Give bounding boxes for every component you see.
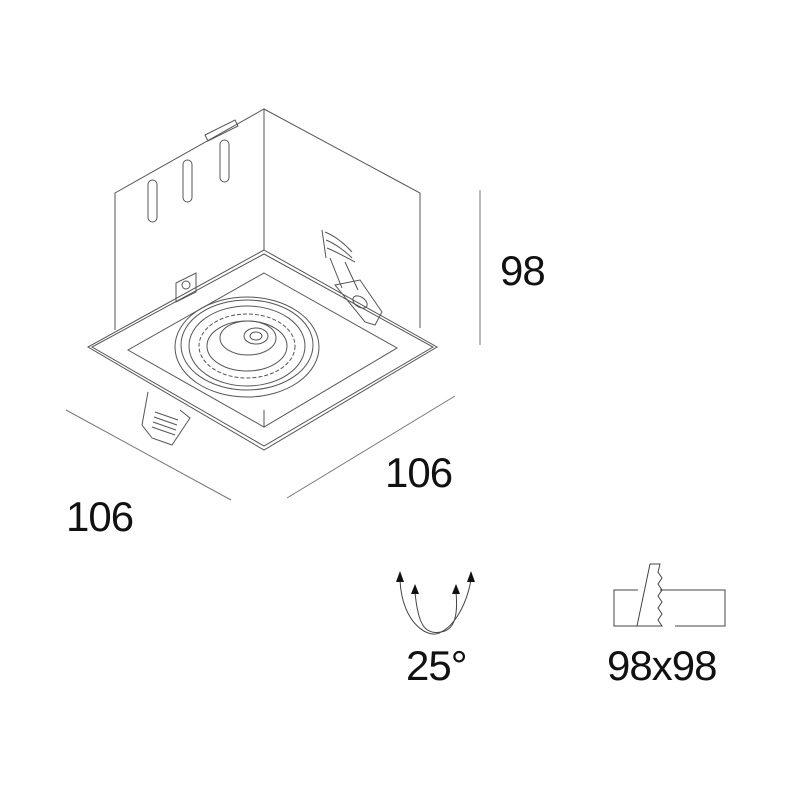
tilt-angle-label: 25° <box>406 642 468 689</box>
width-left-dimension-label: 106 <box>66 493 134 540</box>
housing-box <box>114 108 421 330</box>
tilt-arrows-icon <box>396 571 475 635</box>
lamp-module <box>174 296 320 398</box>
spring-clip-left <box>141 391 191 446</box>
width-right-dimension-label: 106 <box>385 449 453 496</box>
trim-flange <box>86 249 438 451</box>
ceiling-cutout-icon <box>613 563 726 627</box>
cutout-size-label: 98x98 <box>607 642 717 689</box>
spring-clip-right <box>321 229 383 326</box>
height-dimension-label: 98 <box>500 247 546 294</box>
dimension-lines <box>65 190 481 501</box>
